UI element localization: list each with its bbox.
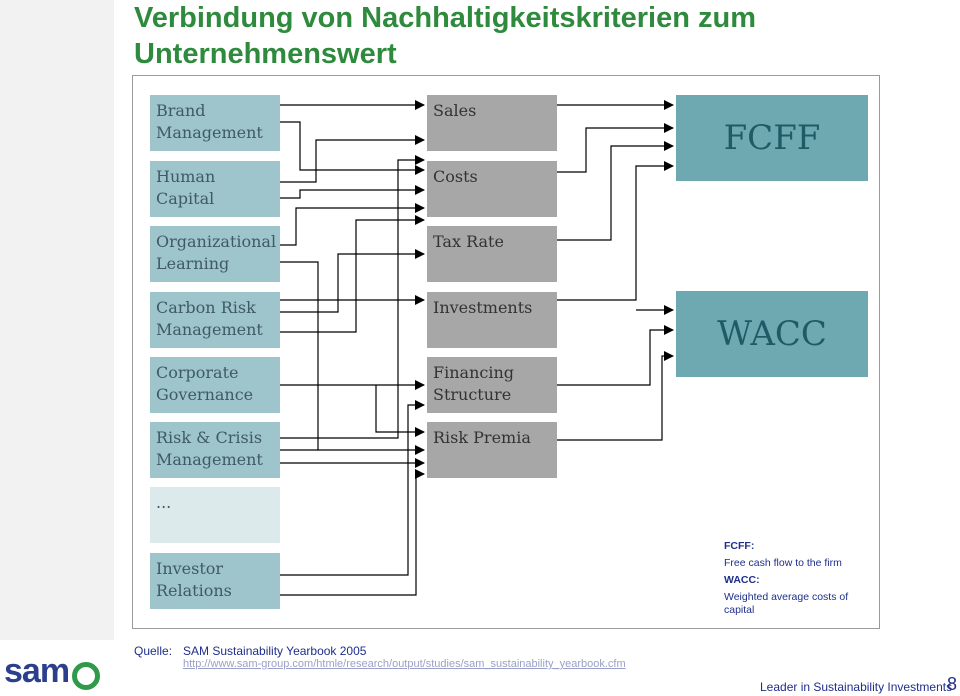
driver-human-capital: Human Capital	[150, 161, 280, 217]
driver-ellipsis: ...	[150, 487, 280, 543]
wire-human-to-costs	[280, 185, 425, 199]
value-tax-rate: Tax Rate	[427, 226, 557, 282]
legend-term-wacc: WACC:	[724, 574, 760, 586]
wire-tax-to-fcff	[557, 141, 674, 241]
value-financing-structure: Financing Structure	[427, 357, 557, 413]
wire-investor-to-financing	[280, 400, 425, 576]
wire-org-to-risk	[280, 261, 425, 455]
logo-ring-icon	[72, 662, 100, 690]
wire-brand-to-costs	[280, 121, 425, 175]
driver-investor-relations: Investor Relations	[150, 553, 280, 609]
source-text: SAM Sustainability Yearbook 2005	[183, 644, 367, 658]
legend-def-fcff: Free cash flow to the firm	[724, 557, 842, 569]
legend: FCFF: Free cash flow to the firm WACC: W…	[724, 536, 874, 621]
driver-organizational-learning: Organizational Learning	[150, 226, 280, 282]
wire-org-to-costs	[280, 203, 425, 246]
logo-text: sam	[4, 652, 70, 690]
driver-risk-crisis-management: Risk & Crisis Management	[150, 422, 280, 478]
wire-costs-to-fcff	[557, 123, 674, 173]
value-costs: Costs	[427, 161, 557, 217]
outcome-wacc: WACC	[676, 291, 868, 377]
page-number: 8	[947, 674, 958, 694]
driver-carbon-risk-management: Carbon Risk Management	[150, 292, 280, 348]
wire-investor-to-risk	[280, 469, 425, 596]
value-investments: Investments	[427, 292, 557, 348]
wire-risk-to-wacc	[557, 351, 674, 441]
sam-logo: sam	[4, 652, 114, 694]
outcome-fcff: FCFF	[676, 95, 868, 181]
side-strip	[0, 0, 114, 640]
value-risk-premia: Risk Premia	[427, 422, 557, 478]
driver-brand-management: Brand Management	[150, 95, 280, 151]
source-link[interactable]: http://www.sam-group.com/htmle/research/…	[183, 658, 626, 670]
page-title: Verbindung von Nachhaltigkeitskriterien …	[134, 2, 757, 70]
driver-corporate-governance: Corporate Governance	[150, 357, 280, 413]
legend-def-wacc: Weighted average costs of capital	[724, 591, 849, 616]
wire-carbon-to-tax	[280, 249, 425, 313]
value-sales: Sales	[427, 95, 557, 151]
wire-carbon-to-costs	[280, 215, 425, 333]
legend-term-fcff: FCFF:	[724, 540, 755, 552]
wire-financing-to-wacc	[557, 325, 674, 386]
wire-riskcrisis-to-costs	[280, 155, 425, 439]
wire-investments-to-fcff	[557, 161, 674, 301]
source-label: Quelle:	[134, 644, 173, 658]
tagline: Leader in Sustainability Investments	[760, 680, 953, 694]
wire-governance-to-risk	[375, 385, 425, 437]
wire-human-to-sales	[280, 135, 425, 183]
